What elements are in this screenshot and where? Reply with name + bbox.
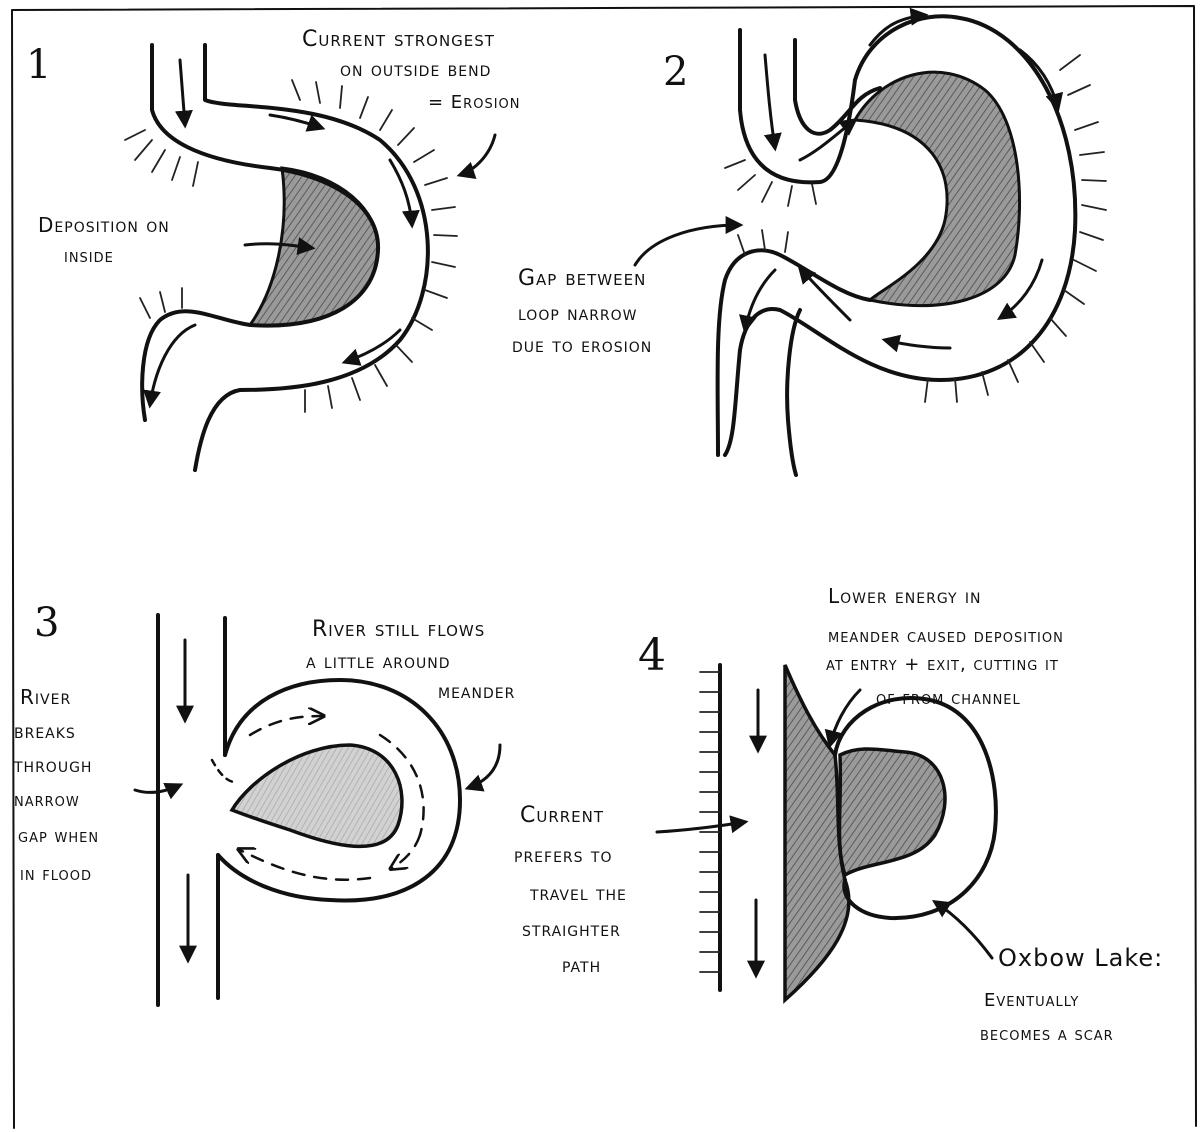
panel-3-breaks-label-5: gap when: [18, 826, 99, 847]
panel-1-deposition-label-1: Deposition on: [38, 213, 170, 237]
panel-3-flows-label-1: River still flows: [312, 617, 485, 642]
panel-3: 3 River still flows a little around mean…: [13, 600, 515, 1005]
panel-1-number: 1: [26, 42, 51, 88]
panel-1-current-label-2: on outside bend: [340, 57, 491, 81]
panel-4-number: 4: [638, 630, 666, 681]
panel-1: 1: [26, 27, 521, 470]
panel-4-current-label-1: Current: [520, 803, 604, 828]
panel-4-current-label-2: prefers to: [514, 843, 612, 867]
panel-4-oxbow-label-2: Eventually: [984, 990, 1079, 1011]
panel-4-oxbow-label-3: becomes a scar: [980, 1024, 1114, 1045]
panel-3-breaks-label-1: River: [20, 685, 71, 709]
panel-2-gap-label-1: Gap between: [518, 266, 646, 291]
panel-4-bank-ticks: [700, 672, 720, 972]
panel-2-gap-label-3: due to erosion: [512, 333, 652, 357]
panel-1-deposition-label-2: inside: [64, 246, 114, 267]
panel-1-deposition-area: [250, 168, 378, 326]
panel-4-lower-label-2: meander caused deposition: [828, 626, 1064, 647]
panel-4-lower-label-4: of from channel: [876, 688, 1021, 709]
panel-4-oxbow-label-1: Oxbow Lake:: [998, 944, 1163, 972]
panel-4-lower-label-1: Lower energy in: [828, 584, 982, 608]
panel-3-flows-label-2: a little around: [306, 649, 451, 673]
panel-3-breaks-label-4: narrow: [14, 790, 80, 811]
panel-3-breaks-label-2: breaks: [14, 719, 76, 743]
panel-3-breaks-label-6: in flood: [20, 864, 92, 885]
panel-4: 4 Lower: [514, 584, 1163, 1045]
panel-3-number: 3: [34, 600, 59, 646]
panel-4-current-label-3: travel the: [529, 881, 627, 905]
panel-4-current-label-5: path: [562, 953, 601, 977]
panel-2: 2: [512, 15, 1106, 475]
panel-2-lower-inner: [787, 310, 800, 475]
panel-1-current-label-3: = Erosion: [428, 92, 521, 113]
panel-1-current-label-1: Current strongest: [302, 27, 495, 52]
panel-3-breaks-label-3: through: [13, 753, 92, 777]
panel-2-number: 2: [663, 49, 688, 95]
panel-2-gap-label-2: loop narrow: [518, 301, 638, 325]
panel-4-current-label-4: straighter: [522, 917, 621, 941]
panel-2-deposition-area: [855, 72, 1020, 305]
panel-3-flows-label-3: meander: [438, 679, 515, 703]
panel-4-lower-label-3: at entry + exit, cutting it: [826, 654, 1059, 675]
panel-3-meander-island: [232, 745, 402, 846]
panel-4-oxbow-island: [839, 749, 945, 875]
